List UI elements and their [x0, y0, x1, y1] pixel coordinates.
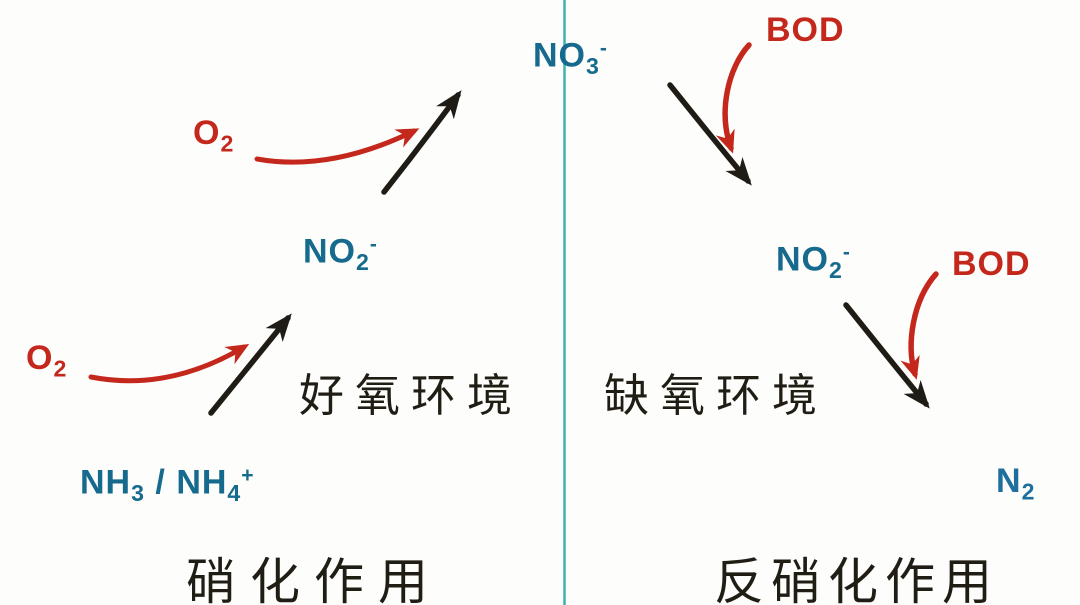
no2-label-right: NO2- [776, 240, 851, 283]
bod-input-arrow-bottom [900, 271, 939, 380]
reaction-arrow-no3-to-no2 [667, 82, 752, 186]
nh3-nh4-label: NH3 / NH4+ [80, 463, 255, 506]
o2-label-bottom: O2 [26, 339, 68, 382]
bod-label-bottom: BOD [952, 245, 1031, 283]
o2-input-arrow-bottom [88, 343, 250, 384]
reaction-arrow-no2-to-n2 [843, 302, 930, 409]
reaction-arrow-nh4-to-no2 [208, 313, 292, 416]
o2-label-top: O2 [193, 114, 235, 157]
bod-input-arrow-top [715, 42, 752, 154]
no3-label: NO3- [533, 36, 608, 79]
nitrification-label: 硝化作用 [186, 554, 442, 605]
n2-label: N2 [996, 462, 1036, 505]
aerobic-environment-label: 好氧环境 [299, 371, 524, 421]
anoxic-environment-label: 缺氧环境 [604, 371, 829, 421]
o2-input-arrow-top [254, 128, 420, 165]
no2-label-left: NO2- [303, 232, 378, 275]
reaction-arrow-no2-to-no3 [381, 90, 462, 195]
denitrification-label: 反硝化作用 [714, 554, 999, 605]
bod-label-top: BOD [766, 11, 845, 49]
